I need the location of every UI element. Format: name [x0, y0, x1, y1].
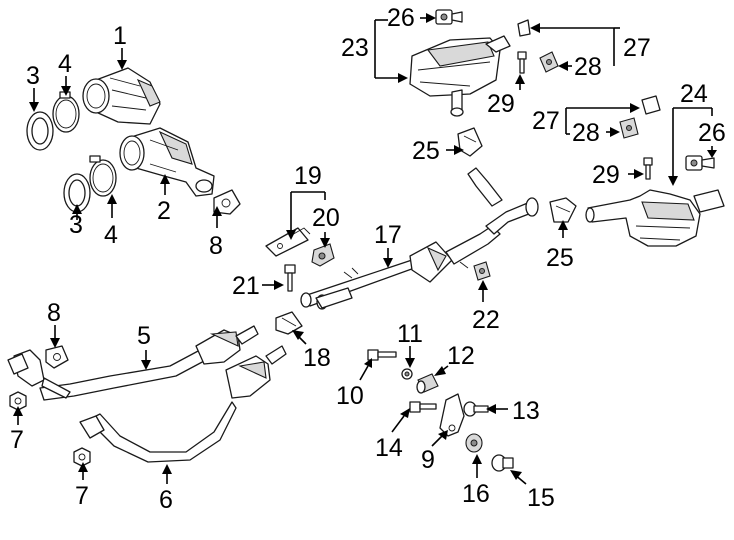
- callout-labels: 1 3 4 2 3 4 8 19 20 21 17 18 22 23 26 27…: [10, 4, 726, 514]
- callout-3-upper: 3: [26, 62, 40, 90]
- flange-gasket-lower: [45, 345, 69, 369]
- bushing-16: [465, 433, 483, 453]
- clamp-lower: [89, 155, 117, 197]
- callout-8-upper: 8: [209, 232, 223, 260]
- callout-13: 13: [512, 397, 540, 425]
- sensor-26-lower: [685, 155, 715, 171]
- gasket-lower: [63, 173, 91, 213]
- callout-15: 15: [527, 484, 555, 512]
- callout-27-upper: 27: [623, 34, 651, 62]
- bolt-13: [463, 401, 489, 417]
- flange-gasket-upper: [213, 189, 241, 215]
- sleeve-12: [416, 373, 439, 394]
- rubber-hanger-22: [473, 261, 491, 281]
- rear-muffler-right: [585, 189, 725, 247]
- intermediate-pipe: [300, 167, 539, 310]
- callout-23: 23: [341, 34, 369, 62]
- mounting-bracket: [265, 227, 311, 257]
- bracket-9: [439, 393, 465, 437]
- callout-18: 18: [303, 344, 331, 372]
- callout-28-upper: 28: [574, 53, 602, 81]
- front-pipe-lower: [79, 345, 287, 463]
- callout-24: 24: [680, 80, 708, 108]
- nut-7-upper: [9, 391, 27, 411]
- callout-27-lower: 27: [532, 107, 560, 135]
- callout-20: 20: [312, 204, 340, 232]
- callout-29-lower: 29: [592, 161, 620, 189]
- callout-26-lower: 26: [698, 119, 726, 147]
- callout-4-upper: 4: [58, 50, 72, 78]
- rubber-hanger-28-lower: [619, 117, 639, 139]
- callout-19: 19: [294, 162, 322, 190]
- bolt-10: [367, 349, 397, 361]
- front-pipe: [7, 325, 259, 401]
- leader-lines: [13, 13, 717, 485]
- spacer-15: [491, 454, 514, 472]
- callout-9: 9: [421, 446, 435, 474]
- callout-14: 14: [375, 434, 403, 462]
- gasket-upper: [26, 111, 54, 151]
- clamp-25-lower: [549, 197, 577, 223]
- callout-7-upper: 7: [10, 426, 24, 454]
- bracket-27-lower: [641, 95, 661, 115]
- callout-8-lower: 8: [47, 299, 61, 327]
- nut-7-lower: [73, 447, 91, 467]
- callout-28-lower: 28: [572, 119, 600, 147]
- bolt-14: [409, 401, 437, 413]
- callout-2: 2: [157, 197, 171, 225]
- rear-muffler-left: [409, 35, 511, 117]
- callout-5: 5: [137, 322, 151, 350]
- callout-10: 10: [336, 382, 364, 410]
- callout-1: 1: [113, 22, 127, 50]
- callout-25-upper: 25: [412, 137, 440, 165]
- bolt-21: [284, 264, 296, 292]
- callout-12: 12: [447, 342, 475, 370]
- bracket-27-upper: [517, 19, 531, 37]
- callout-11: 11: [397, 320, 423, 348]
- bolt-29-upper: [517, 51, 527, 74]
- catalytic-converter: [119, 127, 215, 197]
- washer-11: [401, 368, 413, 380]
- callout-6: 6: [159, 486, 173, 514]
- callout-29-upper: 29: [487, 90, 515, 118]
- clamp-bracket-18: [275, 311, 303, 335]
- callout-17: 17: [374, 221, 402, 249]
- callout-21: 21: [232, 272, 260, 300]
- rubber-hanger-20: [311, 243, 335, 267]
- callout-16: 16: [462, 480, 490, 508]
- clamp-25-upper: [457, 127, 483, 157]
- clamp-upper: [52, 91, 80, 133]
- callout-22: 22: [472, 306, 500, 334]
- converter-inlet-pipe: [82, 67, 161, 125]
- callout-25-lower: 25: [546, 244, 574, 272]
- rubber-hanger-28-upper: [539, 51, 559, 73]
- callout-4-lower: 4: [104, 221, 118, 249]
- bolt-29-lower: [643, 157, 653, 180]
- callout-7-lower: 7: [75, 482, 89, 510]
- callout-3-lower: 3: [69, 211, 83, 239]
- callout-26-upper: 26: [387, 4, 415, 32]
- sensor-26-upper: [435, 9, 463, 25]
